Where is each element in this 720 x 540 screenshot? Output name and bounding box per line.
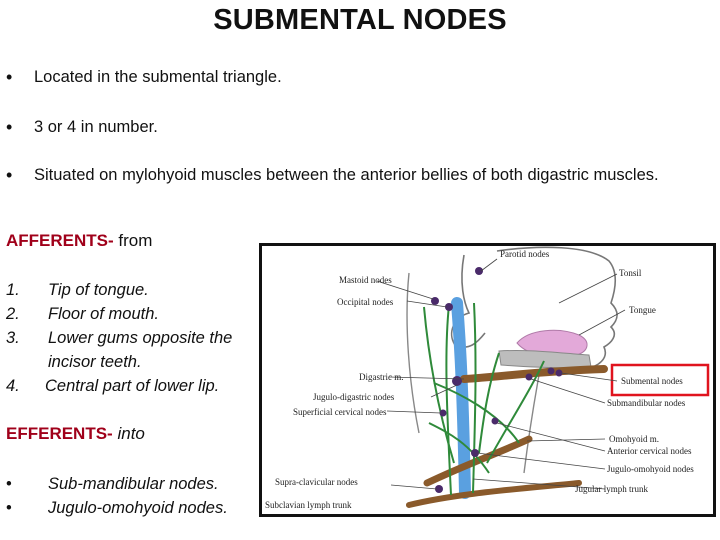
submental-node: [555, 369, 563, 377]
list-text: Floor of mouth.: [48, 305, 159, 323]
label-occipital-nodes: Occipital nodes: [337, 297, 394, 307]
list-text: Central part of lower lip.: [45, 377, 220, 395]
afferents-suffix: from: [113, 231, 153, 250]
label-subclavian-lymph-trunk: Subclavian lymph trunk: [265, 500, 352, 510]
mastoid-node: [431, 297, 439, 305]
anterior-cervical-node: [491, 417, 499, 425]
bullet-dot: •: [6, 117, 13, 137]
bullet-dot: •: [6, 475, 12, 493]
page-title: SUBMENTAL NODES: [213, 4, 507, 36]
label-omohyoid-muscle: Omohyoid m.: [609, 434, 659, 444]
list-number: 3.: [6, 329, 20, 347]
bullet-text: Situated on mylohyoid muscles between th…: [34, 166, 659, 184]
label-digastric-muscle: Digastric m.: [359, 372, 404, 382]
afferents-heading: AFFERENTS- from: [6, 231, 152, 251]
label-jugulo-digastric-nodes: Jugulo-digastric nodes: [313, 392, 395, 402]
efferents-label: EFFERENTS-: [6, 424, 113, 443]
lymph-vessels: [423, 302, 545, 496]
list-text: Lower gums opposite the incisor teeth.: [48, 329, 233, 371]
occipital-node: [445, 303, 453, 311]
label-superficial-cervical-nodes: Superficial cervical nodes: [293, 407, 387, 417]
list-number: 2.: [6, 305, 20, 323]
label-submental-nodes: Submental nodes: [621, 376, 683, 386]
label-anterior-cervical-nodes: Anterior cervical nodes: [607, 446, 692, 456]
efferents-heading: EFFERENTS- into: [6, 424, 145, 444]
label-submandibular-nodes: Submandibular nodes: [607, 398, 686, 408]
label-parotid-nodes: Parotid nodes: [500, 249, 550, 259]
neck-front-outline: [523, 374, 540, 474]
lymph-node-diagram: Parotid nodes Tonsil Mastoid nodes Occip…: [259, 243, 716, 517]
label-leader-lines: [376, 258, 626, 490]
label-tonsil: Tonsil: [619, 268, 642, 278]
parotid-node: [475, 267, 483, 275]
bullet-text: Located in the submental triangle.: [34, 68, 282, 86]
list-text: Sub-mandibular nodes.: [48, 475, 219, 493]
label-mastoid-nodes: Mastoid nodes: [339, 275, 392, 285]
bullet-dot: •: [6, 499, 12, 517]
label-jugulo-omohyoid-nodes: Jugulo-omohyoid nodes: [607, 464, 694, 474]
efferents-suffix: into: [112, 424, 145, 443]
superficial-cervical-node: [439, 409, 447, 417]
list-number: 1.: [6, 281, 20, 299]
supraclavicular-node: [435, 485, 443, 493]
list-number: 4.: [6, 377, 20, 395]
bullet-dot: •: [6, 165, 13, 185]
list-text: Jugulo-omohyoid nodes.: [48, 499, 228, 517]
label-tongue: Tongue: [629, 305, 656, 315]
omohyoid-muscle: [423, 435, 533, 487]
bullet-text: 3 or 4 in number.: [34, 118, 158, 136]
label-supraclavicular-nodes: Supra-clavicular nodes: [275, 477, 358, 487]
label-jugular-lymph-trunk: Jugular lymph trunk: [575, 484, 648, 494]
jugulo-omohyoid-node: [471, 449, 479, 457]
bullet-dot: •: [6, 67, 13, 87]
jugulo-digastric-node: [452, 376, 462, 386]
afferents-label: AFFERENTS-: [6, 231, 114, 250]
list-text: Tip of tongue.: [48, 281, 149, 299]
submental-node: [547, 367, 555, 375]
submandibular-node: [525, 373, 533, 381]
